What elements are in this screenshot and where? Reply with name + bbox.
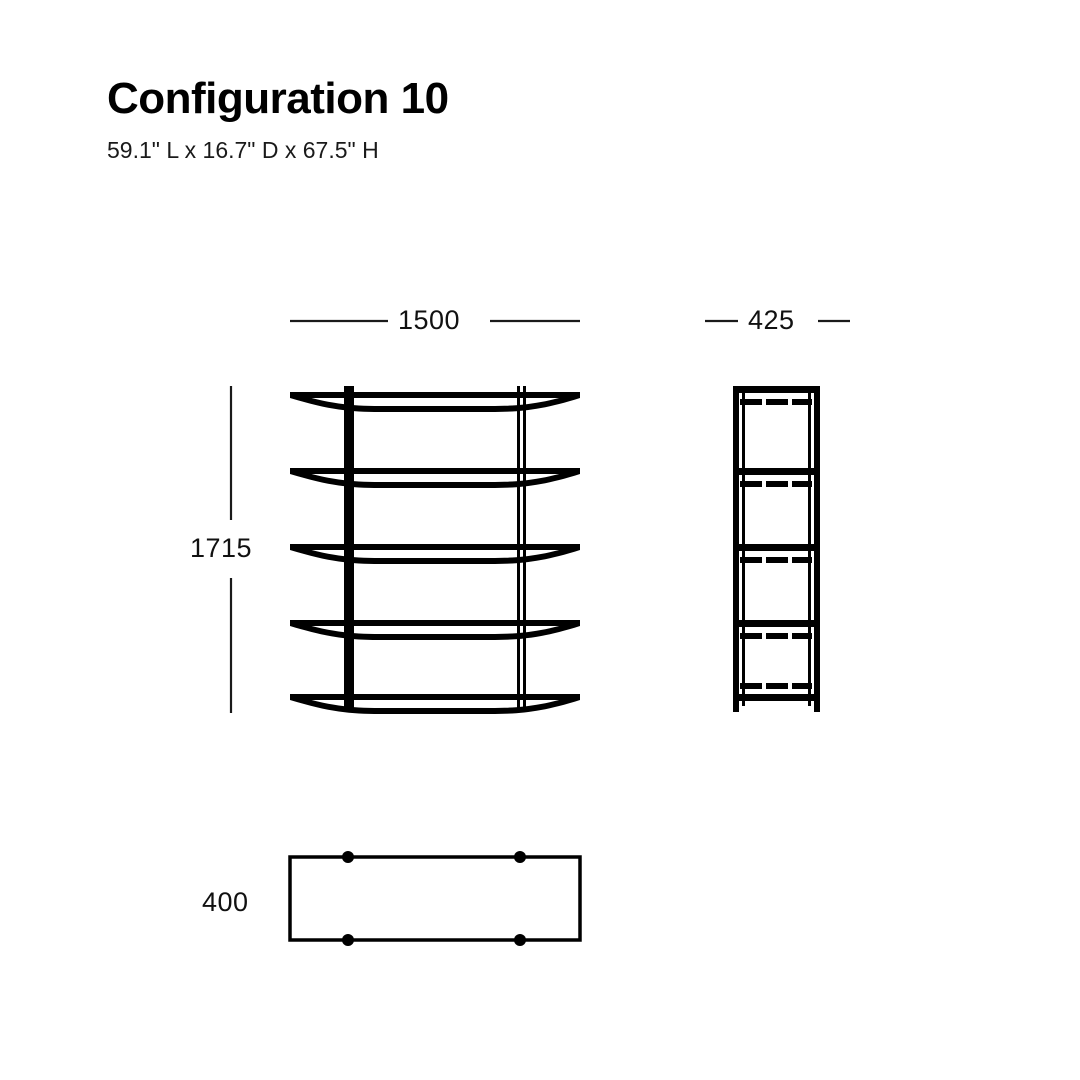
plan-view: [288, 851, 582, 946]
side-shelf-4: [733, 620, 820, 639]
side-shelf-1: [733, 386, 820, 405]
side-shelf-5: [733, 683, 820, 701]
side-shelf-3: [733, 544, 820, 563]
front-foot-right: [517, 700, 520, 712]
front-shelf-1: [290, 392, 580, 412]
front-elevation-view: [290, 386, 580, 714]
side-foot-front: [733, 701, 739, 712]
dimension-label-depth: 425: [748, 305, 795, 335]
plan-post-marker-front-left: [342, 851, 354, 863]
side-foot-back: [814, 701, 820, 712]
side-shelf-2: [733, 468, 820, 487]
front-shelf-5: [290, 694, 580, 714]
dimension-lines: [229, 319, 850, 713]
front-foot-left: [344, 700, 354, 712]
dimension-label-width: 1500: [398, 305, 461, 335]
page-subtitle-dimensions: 59.1" L x 16.7" D x 67.5" H: [107, 137, 379, 164]
front-shelf-3: [290, 544, 580, 564]
front-shelf-4: [290, 620, 580, 640]
plan-post-marker-back-left: [342, 934, 354, 946]
header: Configuration 10 59.1" L x 16.7" D x 67.…: [107, 74, 807, 164]
front-foot-right-inner: [523, 700, 526, 712]
plan-outline: [288, 855, 582, 942]
page-title: Configuration 10: [107, 74, 449, 123]
plan-post-marker-back-right: [514, 934, 526, 946]
front-shelf-2: [290, 468, 580, 488]
dimension-label-plan-depth: 400: [202, 887, 249, 917]
plan-post-marker-front-right: [514, 851, 526, 863]
dimension-label-height: 1715: [190, 533, 253, 563]
side-elevation-view: [733, 386, 820, 712]
